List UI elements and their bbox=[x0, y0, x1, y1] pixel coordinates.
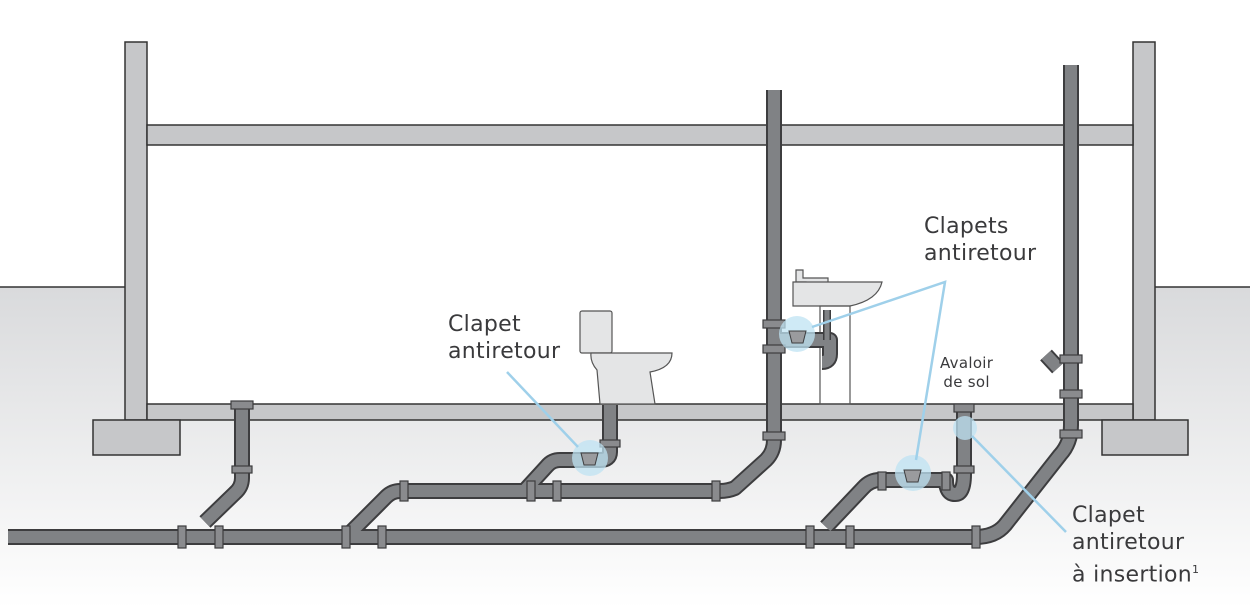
right-footing bbox=[1101, 419, 1189, 456]
floor-slab bbox=[146, 403, 1134, 421]
callout-lines bbox=[506, 280, 1067, 533]
label-line: Clapet bbox=[448, 312, 521, 337]
footnote-marker: 1 bbox=[1192, 563, 1200, 576]
valves bbox=[580, 330, 922, 483]
label-line: antiretour bbox=[924, 241, 1037, 266]
label-insert-valve: Clapet antiretour à insertion1 bbox=[1072, 502, 1199, 588]
left-footing bbox=[92, 419, 181, 456]
toilet bbox=[579, 310, 673, 405]
label-line: Avaloir bbox=[940, 354, 994, 372]
ground bbox=[0, 286, 1250, 608]
label-line: antiretour bbox=[448, 339, 561, 364]
label-text: à insertion bbox=[1072, 562, 1193, 588]
label-floor-drain: Avaloir de sol bbox=[940, 354, 993, 392]
building-structure bbox=[92, 41, 1189, 456]
label-toilet-valve: Clapet antiretour bbox=[448, 311, 560, 365]
floor-joist bbox=[146, 124, 1134, 146]
label-line: Clapet bbox=[1072, 503, 1145, 528]
label-line: à insertion1 bbox=[1072, 556, 1199, 588]
label-line: Clapets bbox=[924, 214, 1009, 239]
label-line: antiretour bbox=[1072, 530, 1185, 555]
insert-valve-highlight bbox=[953, 416, 977, 440]
label-sink-valves: Clapets antiretour bbox=[924, 213, 1036, 267]
right-wall bbox=[1132, 41, 1156, 421]
sink bbox=[792, 269, 883, 405]
label-line: de sol bbox=[943, 373, 990, 391]
left-wall bbox=[124, 41, 148, 421]
pipe-couplings bbox=[177, 319, 1083, 549]
